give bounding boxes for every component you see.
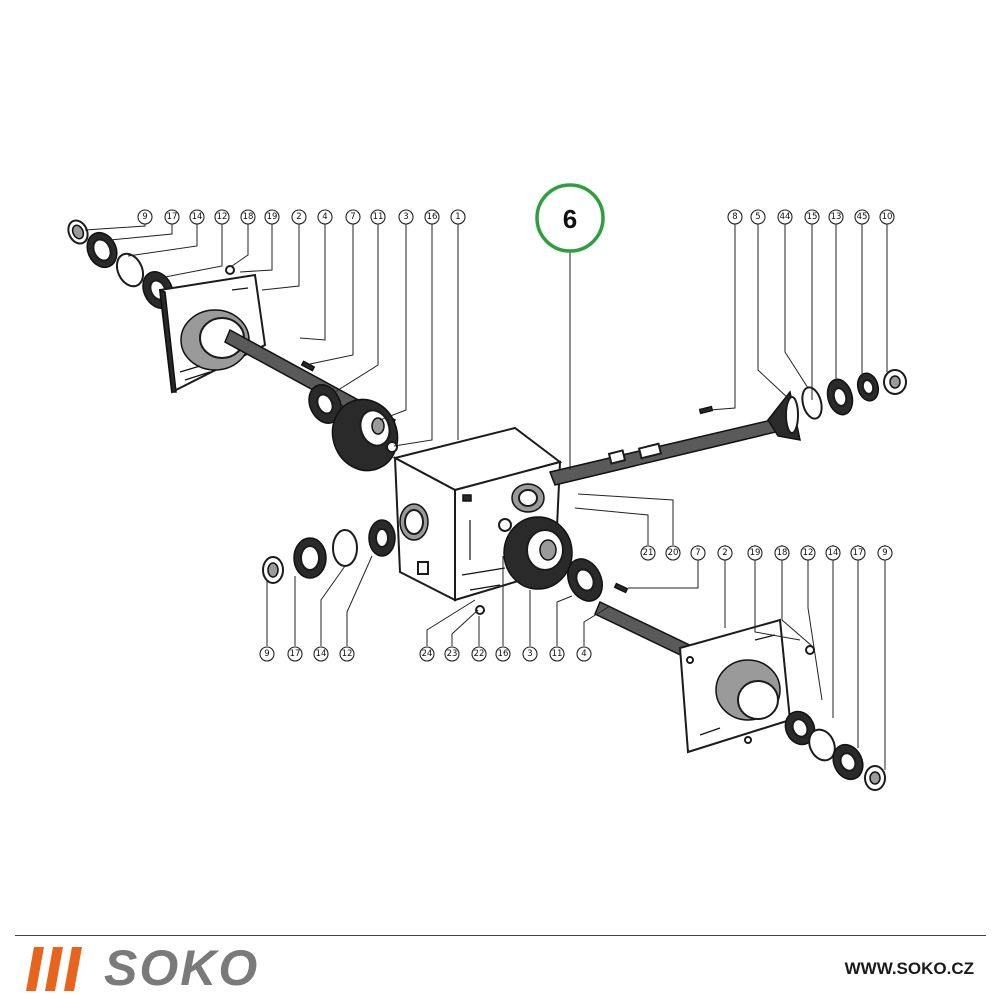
callout-label: 10 <box>882 212 893 222</box>
roller-bearing-mid-left <box>368 519 396 557</box>
callout-label: 16 <box>427 212 438 222</box>
website-link[interactable]: WWW.SOKO.CZ <box>844 959 974 978</box>
callout-label: 14 <box>192 212 203 222</box>
bevel-gear-left <box>331 398 399 472</box>
brand-logo-icon <box>26 947 82 991</box>
bearing-lower-right-1 <box>784 710 816 746</box>
callouts-top-right: 8 5 44 15 13 45 10 <box>727 209 895 225</box>
callout-label: 19 <box>267 212 278 222</box>
bearing-mid-left <box>293 537 327 579</box>
callout-label: 2 <box>296 212 301 222</box>
bearing-top-left <box>86 231 118 269</box>
callout-label: 15 <box>807 212 818 222</box>
callout-label: 21 <box>643 548 654 558</box>
callouts-mid-right: 21 20 7 2 19 18 12 14 17 9 <box>640 545 893 561</box>
washer-lower-left <box>498 518 512 532</box>
pinion-gear-right <box>767 390 801 441</box>
callout-label: 11 <box>552 649 563 659</box>
callout-label: 16 <box>498 649 509 659</box>
washer-left <box>386 441 398 453</box>
callout-label: 23 <box>447 649 458 659</box>
callout-label: 7 <box>695 548 700 558</box>
callout-label: 44 <box>780 212 791 222</box>
callout-label: 18 <box>243 212 254 222</box>
callout-label: 17 <box>167 212 178 222</box>
callout-label: 9 <box>142 212 147 222</box>
bushing-mid-left <box>262 556 284 584</box>
callout-label: 18 <box>777 548 788 558</box>
callout-label: 8 <box>732 212 737 222</box>
callout-label: 5 <box>755 212 760 222</box>
bearing-lower <box>567 558 603 602</box>
ring-mid-left <box>332 529 358 567</box>
lower-right-assembly <box>475 516 886 791</box>
callout-label: 12 <box>803 548 814 558</box>
flange-plate-lower-right <box>678 618 792 754</box>
nut-right <box>883 369 907 395</box>
leader-lines <box>84 224 888 770</box>
footer-divider <box>15 935 986 936</box>
callout-label: 12 <box>217 212 228 222</box>
main-shaft <box>548 405 785 486</box>
callout-label: 19 <box>750 548 761 558</box>
callout-label: 22 <box>474 649 485 659</box>
highlight-label: 6 <box>563 204 577 234</box>
ring-top-left <box>115 252 145 288</box>
callouts-bottom: 24 23 22 16 3 11 4 <box>419 646 592 662</box>
callout-label: 12 <box>342 649 353 659</box>
bushing-top-left <box>67 219 89 245</box>
shaft-bearing-top-left <box>308 384 342 424</box>
bevel-gear-lower <box>503 516 573 590</box>
callout-label: 17 <box>290 649 301 659</box>
callout-label: 4 <box>322 212 327 222</box>
callout-label: 24 <box>422 649 433 659</box>
callout-label: 2 <box>722 548 727 558</box>
key-lower-right <box>613 582 629 594</box>
callout-label: 11 <box>373 212 384 222</box>
bearing-right-1 <box>826 378 854 416</box>
callout-label: 14 <box>828 548 839 558</box>
middle-left-assembly <box>262 519 396 584</box>
upper-left-assembly <box>67 219 399 472</box>
bearing-lower-right-2 <box>832 743 864 781</box>
callout-label: 20 <box>668 548 679 558</box>
callout-label: 9 <box>264 649 269 659</box>
callouts-mid-left: 9 17 14 12 <box>259 646 355 662</box>
key-top-left <box>300 360 316 372</box>
bushing-lower-right <box>864 765 886 791</box>
upper-right-assembly <box>767 369 907 441</box>
callout-label: 14 <box>316 649 327 659</box>
bolt-lower <box>475 605 485 615</box>
callouts-top-left: 9 17 14 12 18 19 2 4 7 11 3 16 1 <box>137 209 466 225</box>
callout-label: 1 <box>455 212 460 222</box>
callout-label: 17 <box>853 548 864 558</box>
callout-highlight: 6 <box>535 183 605 253</box>
callout-label: 45 <box>857 212 868 222</box>
callout-label: 3 <box>527 649 532 659</box>
ring-lower-right <box>808 728 836 762</box>
bolt-lower-right <box>805 645 815 655</box>
callout-label: 9 <box>882 548 887 558</box>
callout-label: 7 <box>350 212 355 222</box>
flange-plate-top-left <box>158 265 267 394</box>
callout-label: 3 <box>403 212 408 222</box>
callout-label: 13 <box>831 212 842 222</box>
bearing-right-2 <box>856 372 880 402</box>
brand-name: SOKO <box>104 940 260 996</box>
callout-label: 4 <box>581 649 586 659</box>
